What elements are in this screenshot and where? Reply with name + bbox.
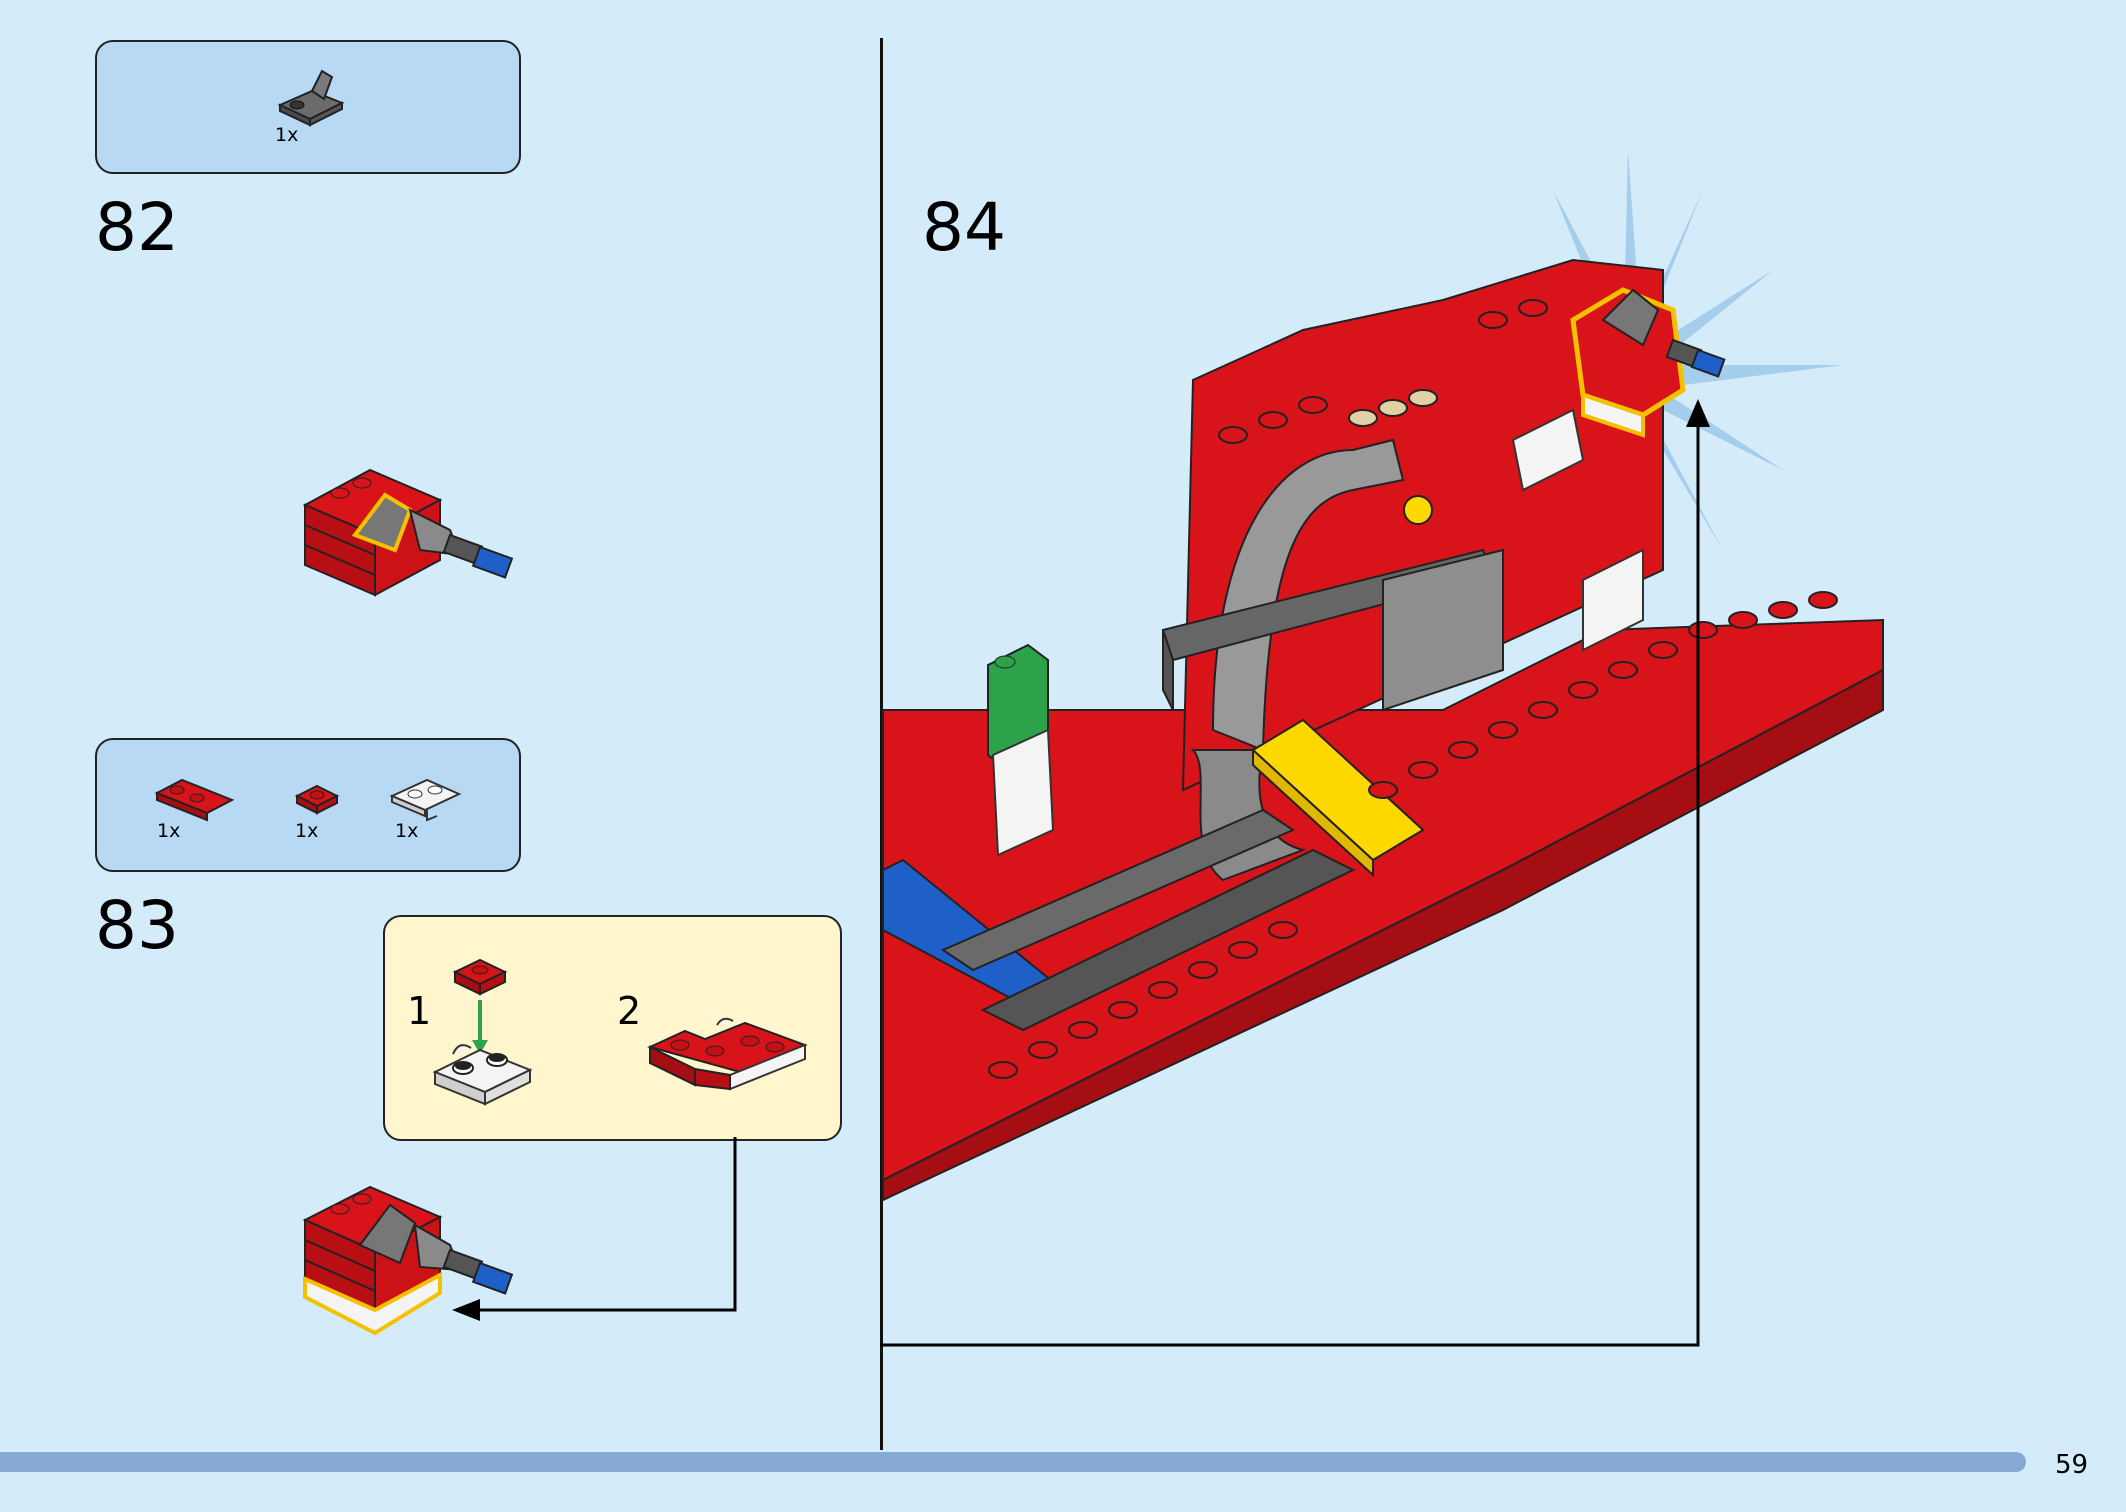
progress-bar [0, 1452, 2026, 1472]
substep-number: 1 [407, 989, 432, 1033]
step-number-82: 82 [95, 189, 179, 266]
substep-number: 2 [617, 989, 642, 1033]
part-count: 1x [157, 820, 181, 842]
parts-box-step-83: 1x 1x 1x [95, 738, 521, 872]
substep-callout: 1 2 [383, 915, 842, 1141]
step-number-84: 84 [922, 189, 1006, 266]
column-divider [880, 38, 883, 1450]
step-84-model-illustration [882, 150, 1884, 1202]
parts-box-step-82: 1x [95, 40, 521, 174]
step-83-model-illustration [302, 1185, 514, 1336]
dark-gray-bracket-plate-icon [277, 69, 345, 127]
part-count: 1x [275, 124, 299, 146]
part-count: 1x [395, 820, 419, 842]
red-corner-plate-icon [154, 778, 235, 822]
substep-1-illustration [432, 958, 533, 1106]
part-count: 1x [295, 820, 319, 842]
page-number: 59 [2055, 1450, 2089, 1480]
step-number-83: 83 [95, 887, 179, 964]
callout-connector-arrow [452, 1137, 737, 1321]
highlighted-assembly [1570, 287, 1726, 438]
step-84-connector-arrow [880, 399, 1710, 1347]
substep-2-illustration [647, 1017, 808, 1091]
white-clip-plate-icon [389, 778, 462, 822]
step-82-model-illustration [302, 468, 514, 597]
red-1x1-plate-icon [294, 784, 340, 815]
